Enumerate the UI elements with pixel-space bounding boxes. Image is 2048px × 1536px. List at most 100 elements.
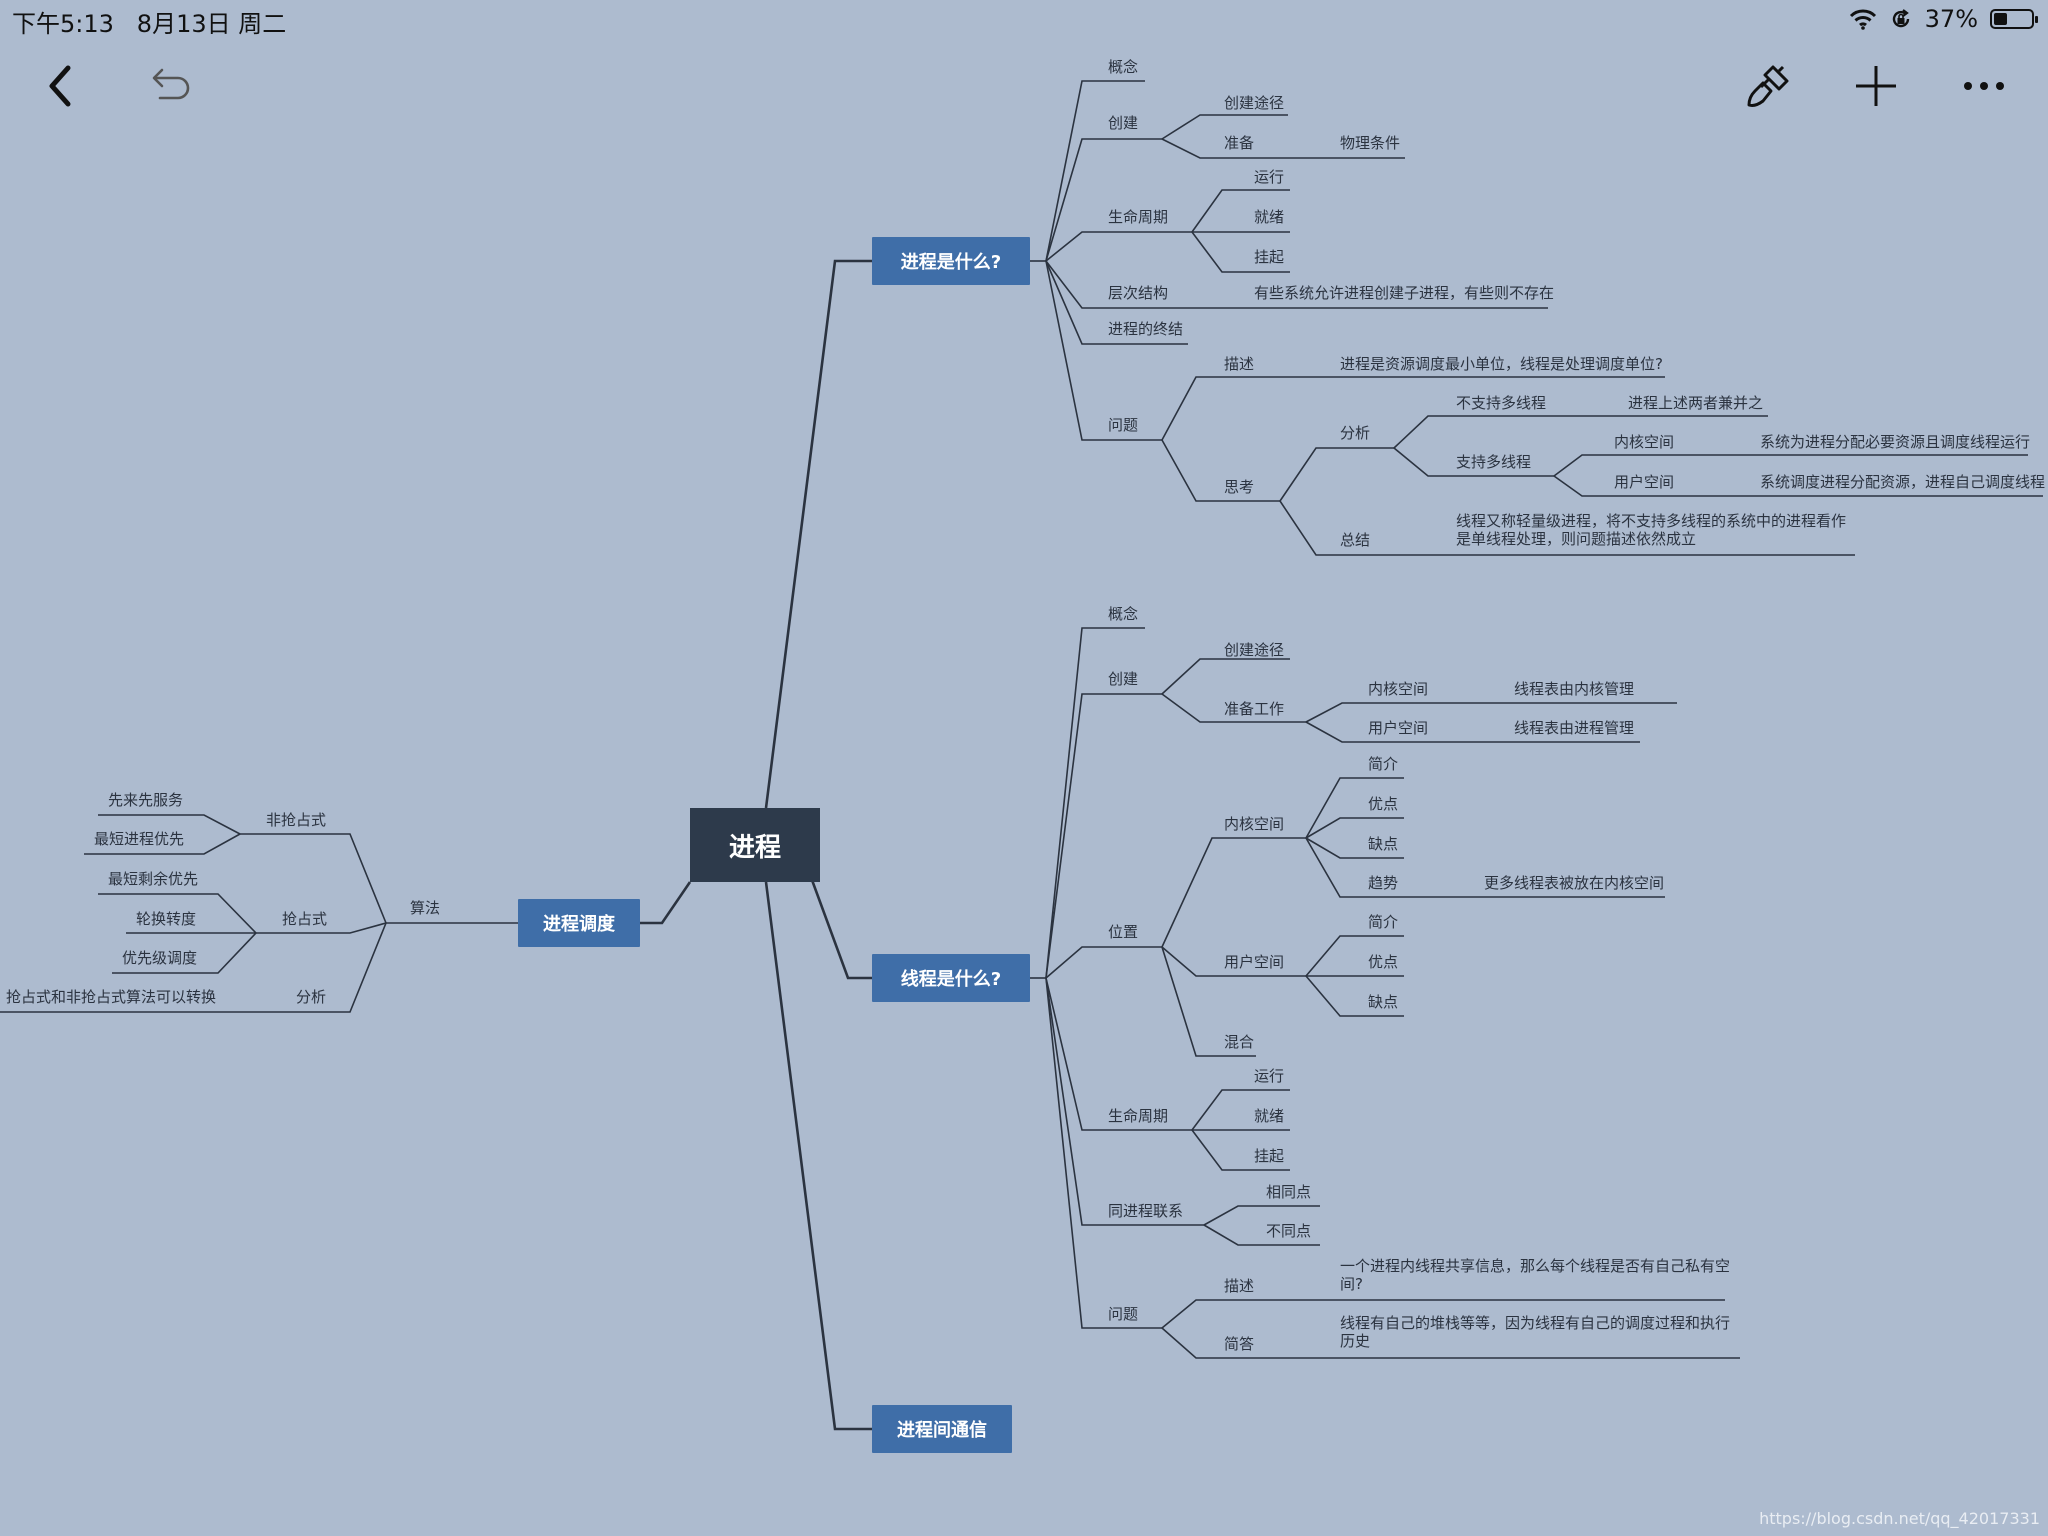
process-hierarchy[interactable]: 层次结构 (1108, 284, 1169, 302)
thread-kernel-space[interactable]: 内核空间 (1368, 680, 1429, 698)
process-termination[interactable]: 进程的终结 (1108, 320, 1184, 338)
process-user-text[interactable]: 系统调度进程分配资源，进程自己调度线程 (1760, 473, 2046, 491)
status-bar: 下午5:13 8月13日 周二 37% (0, 0, 2048, 40)
thread-relation[interactable]: 同进程联系 (1108, 1202, 1184, 1220)
thread-diff[interactable]: 不同点 (1266, 1222, 1312, 1240)
thread-prepare-work[interactable]: 准备工作 (1224, 700, 1285, 718)
process-no-multithread[interactable]: 不支持多线程 (1456, 394, 1547, 412)
thread-kernel-pros[interactable]: 优点 (1368, 795, 1399, 813)
process-kernel-space[interactable]: 内核空间 (1614, 433, 1675, 451)
thread-branch-lines (1030, 627, 1740, 1359)
process-multithread[interactable]: 支持多线程 (1456, 453, 1532, 471)
topic-ipc[interactable]: 进程间通信 (872, 1405, 1012, 1453)
topic-what-thread[interactable]: 线程是什么? (872, 954, 1030, 1002)
process-lifecycle[interactable]: 生命周期 (1108, 208, 1169, 226)
style-button[interactable] (1736, 54, 1800, 118)
thread-answer[interactable]: 简答 (1224, 1335, 1255, 1353)
thread-running[interactable]: 运行 (1254, 1067, 1285, 1085)
process-user-space[interactable]: 用户空间 (1614, 473, 1675, 491)
thread-user-space[interactable]: 用户空间 (1368, 719, 1429, 737)
sched-round-robin[interactable]: 轮换转度 (136, 910, 197, 928)
process-prepare[interactable]: 准备 (1224, 134, 1255, 152)
thread-concept[interactable]: 概念 (1108, 605, 1139, 623)
connector-root-ipc (764, 881, 872, 1431)
thread-answer-text[interactable]: 线程有自己的堆栈等等，因为线程有自己的调度过程和执行历史 (1340, 1314, 1731, 1350)
thread-suspended[interactable]: 挂起 (1254, 1147, 1285, 1165)
sched-srt[interactable]: 最短剩余优先 (108, 870, 199, 888)
thread-kernel-intro[interactable]: 简介 (1368, 755, 1399, 773)
status-time: 下午5:13 8月13日 周二 (12, 4, 286, 39)
process-running[interactable]: 运行 (1254, 168, 1285, 186)
battery-fill (1994, 13, 2007, 25)
thread-describe[interactable]: 描述 (1224, 1277, 1255, 1295)
process-describe[interactable]: 描述 (1224, 355, 1255, 373)
thread-position[interactable]: 位置 (1108, 923, 1139, 941)
sched-analysis[interactable]: 分析 (296, 988, 327, 1006)
sched-fcfs[interactable]: 先来先服务 (108, 791, 184, 809)
connector-root-thread (810, 879, 872, 980)
process-kernel-text[interactable]: 系统为进程分配必要资源且调度线程运行 (1760, 433, 2031, 451)
thread-describe-text[interactable]: 一个进程内线程共享信息，那么每个线程是否有自己私有空间? (1340, 1257, 1731, 1293)
sched-non-preemptive[interactable]: 非抢占式 (266, 811, 327, 829)
thread-user-pros[interactable]: 优点 (1368, 953, 1399, 971)
back-chevron-icon (49, 65, 71, 107)
process-summary-text[interactable]: 线程又称轻量级进程，将不支持多线程的系统中的进程看作是单线程处理，则问题描述依然… (1456, 512, 1847, 548)
undo-button[interactable] (140, 54, 204, 118)
thread-lifecycle[interactable]: 生命周期 (1108, 1107, 1169, 1125)
thread-kernel-table[interactable]: 线程表由内核管理 (1514, 680, 1635, 698)
root-topic[interactable]: 进程 (690, 808, 820, 882)
battery-percent: 37% (1924, 5, 1978, 33)
thread-ready[interactable]: 就绪 (1254, 1107, 1285, 1125)
sched-algorithm[interactable]: 算法 (410, 899, 441, 917)
topic-scheduling[interactable]: 进程调度 (518, 899, 640, 947)
paint-brush-icon (1747, 65, 1789, 107)
battery-icon (1990, 9, 2038, 29)
thread-user-cons[interactable]: 缺点 (1368, 993, 1399, 1011)
add-button[interactable] (1844, 54, 1908, 118)
thread-user-intro[interactable]: 简介 (1368, 913, 1399, 931)
connector-root-process (764, 259, 872, 809)
process-describe-text[interactable]: 进程是资源调度最小单位，线程是处理调度单位? (1340, 355, 1663, 373)
more-button[interactable] (1952, 54, 2016, 118)
sched-preemptive[interactable]: 抢占式 (282, 910, 328, 928)
undo-icon (152, 68, 190, 100)
date-text: 8月13日 周二 (136, 10, 287, 38)
process-hierarchy-desc[interactable]: 有些系统允许进程创建子进程，有些则不存在 (1254, 284, 1555, 302)
plus-icon (1856, 66, 1896, 106)
thread-question[interactable]: 问题 (1108, 1305, 1139, 1323)
sched-priority[interactable]: 优先级调度 (122, 949, 198, 967)
thread-pos-mixed[interactable]: 混合 (1224, 1033, 1255, 1051)
process-analysis[interactable]: 分析 (1340, 424, 1371, 442)
process-question[interactable]: 问题 (1108, 416, 1139, 434)
thread-same[interactable]: 相同点 (1266, 1183, 1312, 1201)
topic-what-process[interactable]: 进程是什么? (872, 237, 1030, 285)
connector-root-sched (640, 881, 692, 925)
status-indicators: 37% (1849, 4, 2038, 34)
thread-pos-user[interactable]: 用户空间 (1224, 953, 1285, 971)
process-summary[interactable]: 总结 (1340, 531, 1371, 549)
back-button[interactable] (28, 54, 92, 118)
process-concept[interactable]: 概念 (1108, 58, 1139, 76)
thread-user-table[interactable]: 线程表由进程管理 (1514, 719, 1635, 737)
process-physical[interactable]: 物理条件 (1340, 134, 1401, 152)
process-create-way[interactable]: 创建途径 (1224, 94, 1285, 112)
sched-analysis-text[interactable]: 抢占式和非抢占式算法可以转换 (6, 988, 217, 1006)
thread-create-way[interactable]: 创建途径 (1224, 641, 1285, 659)
process-no-multithread-text[interactable]: 进程上述两者兼并之 (1628, 394, 1764, 412)
orientation-lock-icon (1892, 9, 1909, 28)
process-suspended[interactable]: 挂起 (1254, 248, 1285, 266)
thread-kernel-trend-text[interactable]: 更多线程表被放在内核空间 (1484, 874, 1665, 892)
thread-create[interactable]: 创建 (1108, 670, 1139, 688)
thread-pos-kernel[interactable]: 内核空间 (1224, 815, 1285, 833)
process-ready[interactable]: 就绪 (1254, 208, 1285, 226)
process-branch-lines (1030, 80, 2043, 556)
sched-branch-lines (0, 814, 518, 1013)
process-create[interactable]: 创建 (1108, 114, 1139, 132)
thread-kernel-cons[interactable]: 缺点 (1368, 835, 1399, 853)
process-think[interactable]: 思考 (1224, 478, 1255, 496)
sched-sjf[interactable]: 最短进程优先 (94, 830, 185, 848)
thread-kernel-trend[interactable]: 趋势 (1368, 874, 1399, 892)
more-icon (1964, 82, 2004, 90)
time-text: 下午5:13 (12, 10, 114, 38)
